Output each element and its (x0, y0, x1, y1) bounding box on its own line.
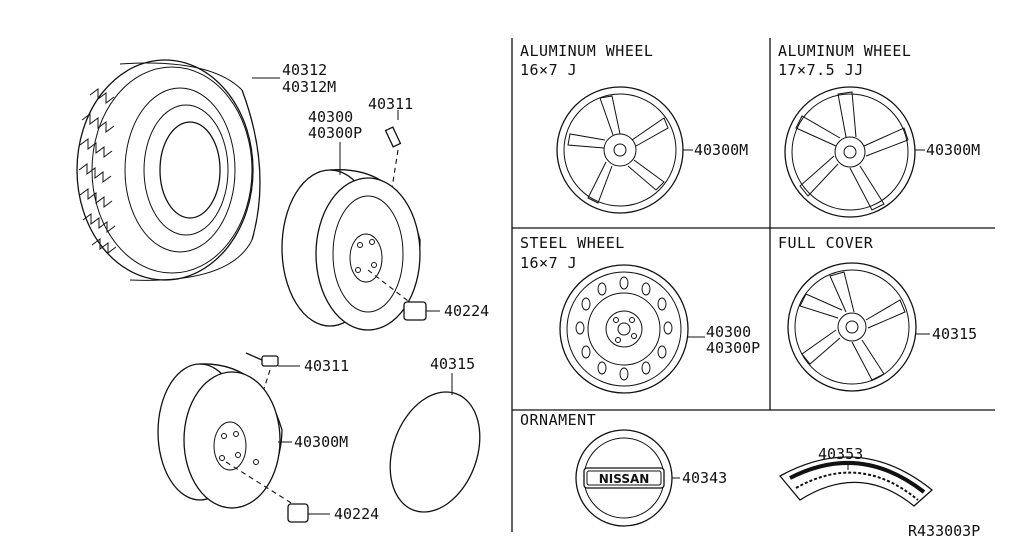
label-alum16-part: 40300M (694, 141, 748, 159)
panel-size-aluminum-16: 16×7 J (520, 61, 577, 79)
label-steel-40300: 40300 (706, 323, 751, 341)
nissan-emblem-icon: NISSAN (575, 429, 680, 527)
panel-title-aluminum-16: ALUMINUM WHEEL (520, 42, 653, 60)
aluminum-wheel-16-icon (556, 86, 693, 214)
panel-title-full-cover: FULL COVER (778, 234, 874, 252)
tire (76, 59, 280, 281)
panel-size-aluminum-17: 17×7.5 JJ (778, 61, 864, 79)
label-emblem-part: 40343 (682, 469, 727, 487)
tire-label-sticker-icon (778, 456, 934, 507)
aluminum-wheel-exploded (157, 363, 297, 509)
emblem-text: NISSAN (599, 472, 650, 486)
panel-title-aluminum-17: ALUMINUM WHEEL (778, 42, 911, 60)
label-tire-40312: 40312 (282, 61, 327, 79)
label-steel-40300p: 40300P (706, 339, 760, 357)
label-full-cover-part: 40315 (932, 325, 977, 343)
label-sticker-part: 40353 (818, 445, 863, 463)
diagram-code: R433003P (908, 522, 980, 540)
cover-disc-icon (389, 373, 481, 513)
label-nut-bottom: 40224 (334, 505, 379, 523)
label-wheel-40300p: 40300P (308, 124, 362, 142)
label-nut-top: 40224 (444, 302, 489, 320)
label-wheel-40300: 40300 (308, 108, 353, 126)
label-alum17-part: 40300M (926, 141, 980, 159)
valve-stem-icon (384, 110, 402, 189)
label-valve-bottom: 40311 (304, 357, 349, 375)
label-tire-40312m: 40312M (282, 78, 336, 96)
panel-title-steel-16: STEEL WHEEL (520, 234, 625, 252)
steel-wheel-16-icon (559, 264, 705, 394)
label-valve-top: 40311 (368, 95, 413, 113)
steel-wheel-vents (575, 276, 673, 381)
panel-grid (511, 38, 995, 532)
panel-size-steel-16: 16×7 J (520, 254, 577, 272)
label-wheel-40300m-left: 40300M (294, 433, 348, 451)
full-cover-icon (787, 262, 930, 392)
aluminum-wheel-17-icon (784, 86, 925, 218)
wheel-nut-icon (403, 301, 440, 321)
wheel-nut-bottom-icon (287, 503, 330, 523)
panel-title-ornament: ORNAMENT (520, 411, 596, 429)
label-cover-40315: 40315 (430, 355, 475, 373)
steel-wheel-exploded (281, 142, 421, 331)
